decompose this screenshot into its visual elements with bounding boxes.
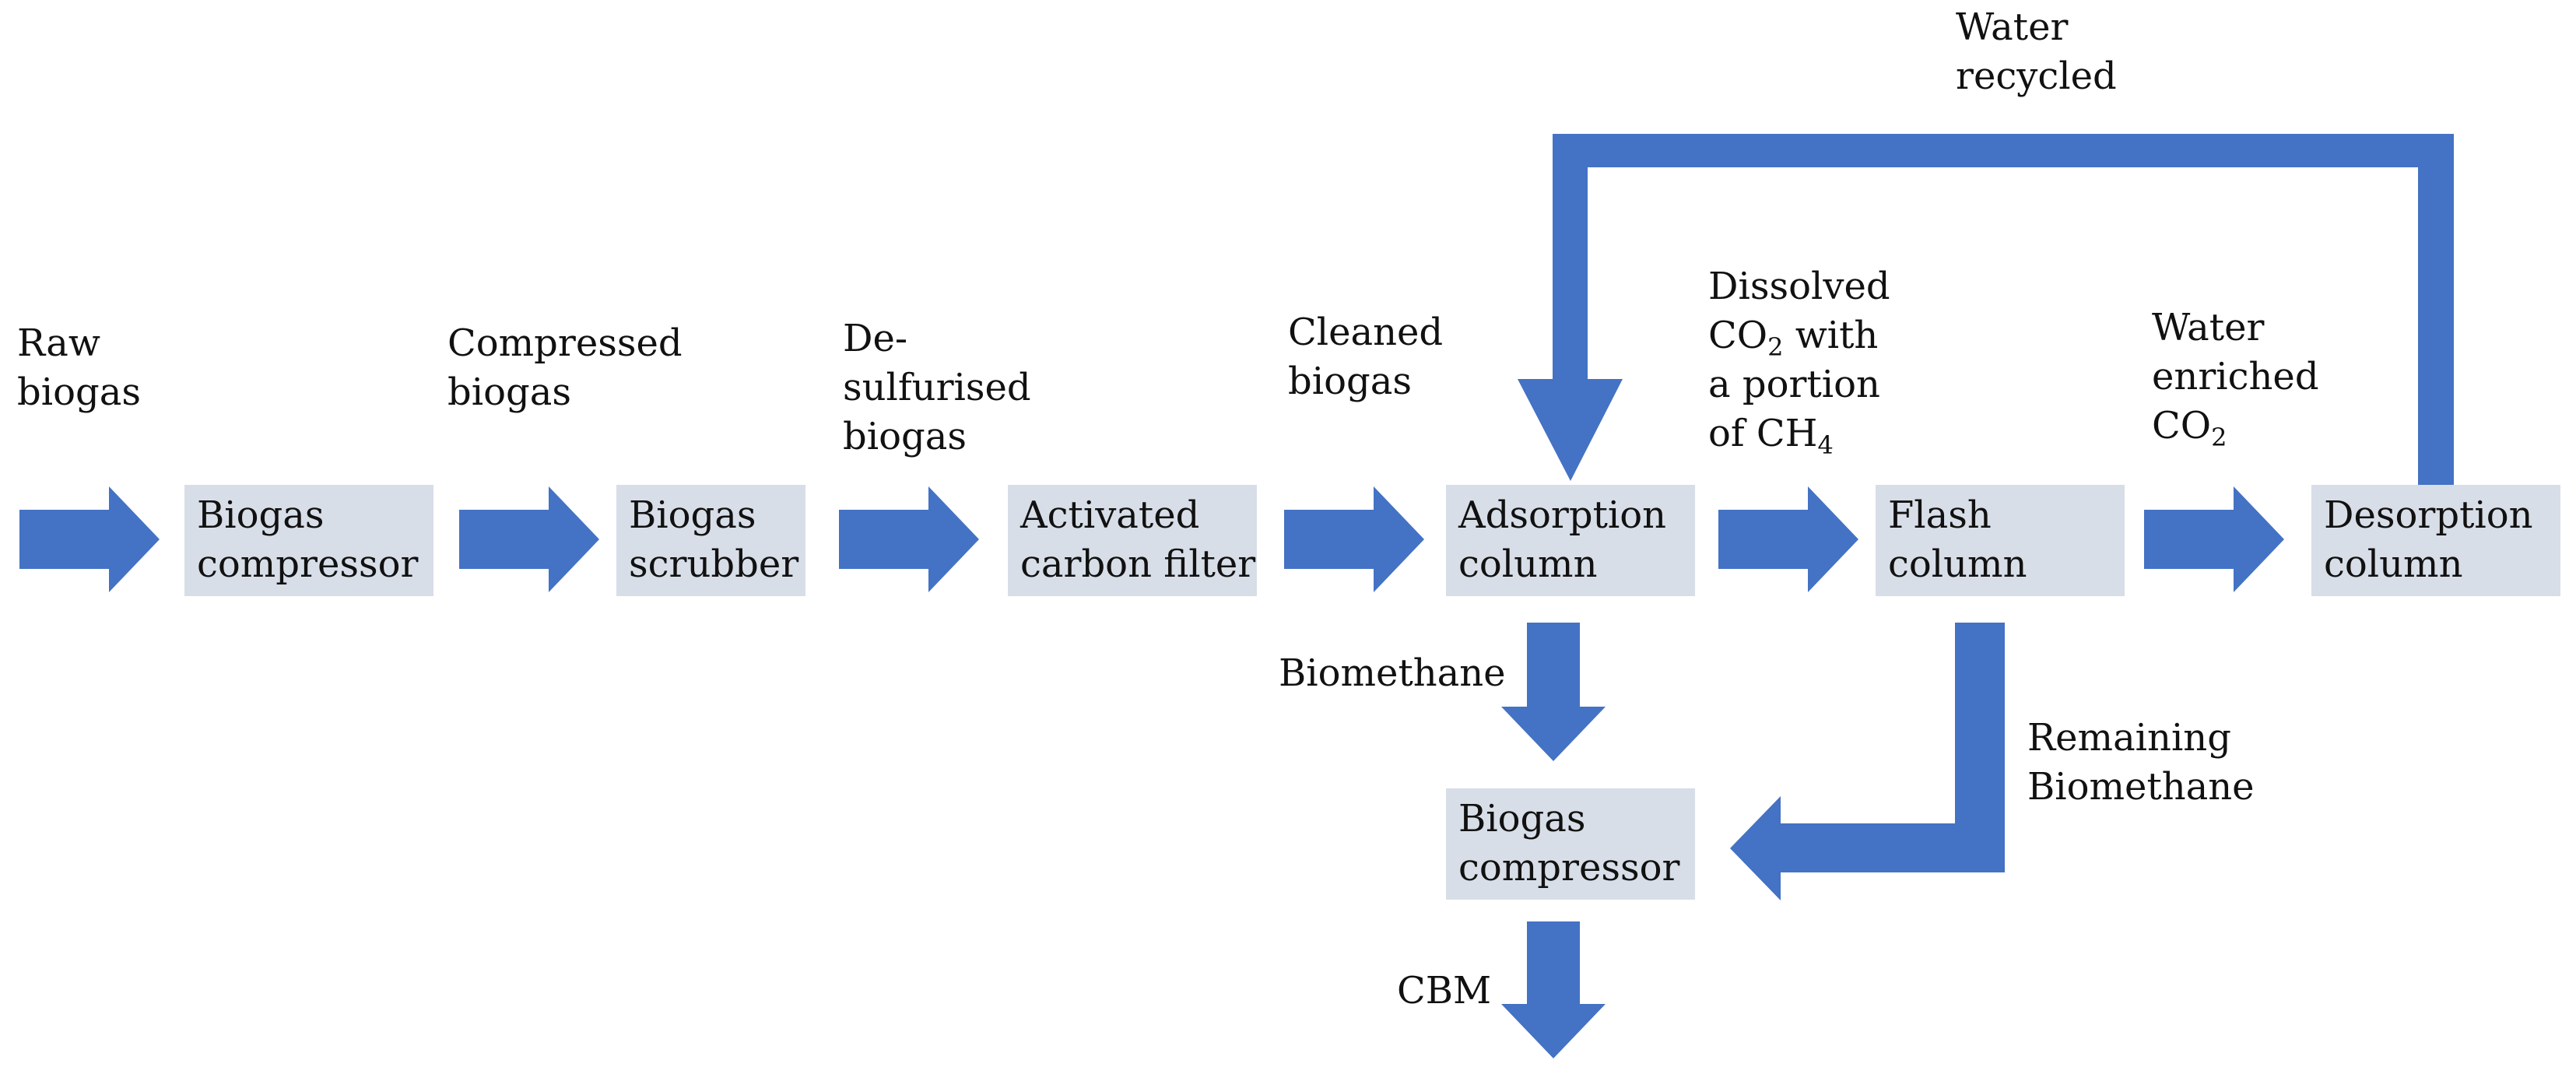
box-line: compressor <box>197 542 419 586</box>
label-line: Remaining <box>2027 716 2231 760</box>
arrow-remaining-biomethane <box>1730 623 2005 900</box>
box-line: Biogas <box>629 493 756 537</box>
label-text: CO <box>1708 314 1768 357</box>
remaining-biomethane-label: Remaining Biomethane <box>2027 714 2255 812</box>
water-enriched-co2-label: Water enriched CO2 <box>2152 304 2319 451</box>
label-text: of CH <box>1708 412 1818 455</box>
label-line: biogas <box>17 370 141 414</box>
label-line: recycled <box>1956 54 2117 98</box>
box-line: Desorption <box>2324 493 2533 537</box>
biomethane-label: Biomethane <box>1279 649 1506 698</box>
box-line: column <box>2324 542 2463 586</box>
box-line: carbon filter <box>1020 542 1256 586</box>
box-line: column <box>1888 542 2027 586</box>
box-line: scrubber <box>629 542 799 586</box>
label-line: CO2 <box>2152 402 2319 451</box>
box-line: column <box>1458 542 1598 586</box>
box-line: Activated <box>1020 493 1200 537</box>
label-line: sulfurised <box>843 366 1031 409</box>
dissolved-co2-label: Dissolved CO2 with a portion of CH4 <box>1708 262 1890 458</box>
label-line: Biomethane <box>2027 765 2255 809</box>
arrow-filter-to-adsorption <box>1284 486 1424 592</box>
label-line: CO2 with <box>1708 311 1890 360</box>
label-line: Dissolved <box>1708 265 1890 308</box>
label-line: Compressed <box>447 321 683 365</box>
arrow-cbm-down <box>1501 921 1606 1058</box>
label-line: Water <box>1956 5 2069 49</box>
label-line: biogas <box>447 370 571 414</box>
label-text: with <box>1783 314 1879 357</box>
arrow-raw-to-compressor <box>19 486 160 592</box>
label-line: biogas <box>1288 360 1412 403</box>
desulfurised-biogas-label: De- sulfurised biogas <box>843 314 1031 462</box>
cleaned-biogas-label: Cleaned biogas <box>1288 308 1443 406</box>
label-line: De- <box>843 317 908 360</box>
cbm-label: CBM <box>1397 967 1491 1016</box>
label-line: biogas <box>843 415 967 458</box>
label-line: Raw <box>17 321 100 365</box>
arrow-compressor-to-scrubber <box>459 486 599 592</box>
biogas-compressor-2-box: Biogas compressor <box>1446 788 1695 900</box>
flash-column-box: Flash column <box>1876 485 2125 596</box>
box-line: Biogas <box>1458 797 1586 841</box>
activated-carbon-filter-box: Activated carbon filter <box>1008 485 1257 596</box>
arrow-flash-to-desorption <box>2144 486 2284 592</box>
biogas-compressor-box: Biogas compressor <box>184 485 433 596</box>
desorption-column-box: Desorption column <box>2311 485 2560 596</box>
label-text: CO <box>2152 404 2212 447</box>
label-line: enriched <box>2152 355 2319 398</box>
box-line: Flash <box>1888 493 1992 537</box>
subscript: 2 <box>2211 423 2227 452</box>
label-line: a portion <box>1708 363 1880 406</box>
arrow-water-recycled-head <box>1518 379 1623 481</box>
compressed-biogas-label: Compressed biogas <box>447 319 683 417</box>
box-line: Biogas <box>197 493 325 537</box>
raw-biogas-label: Raw biogas <box>17 319 141 417</box>
box-line: Adsorption <box>1458 493 1667 537</box>
biogas-scrubber-box: Biogas scrubber <box>616 485 805 596</box>
label-line: Cleaned <box>1288 311 1444 354</box>
label-line: of CH4 <box>1708 409 1890 458</box>
arrow-biomethane-down <box>1501 623 1606 761</box>
label-line: Water <box>2152 306 2265 349</box>
label-line: Biomethane <box>1279 651 1506 695</box>
water-recycled-label: Water recycled <box>1956 3 2117 101</box>
subscript: 2 <box>1767 332 1784 362</box>
label-line: CBM <box>1397 969 1492 1013</box>
subscript: 4 <box>1817 430 1834 460</box>
arrow-adsorption-to-flash <box>1718 486 1858 592</box>
box-line: compressor <box>1458 846 1680 890</box>
adsorption-column-box: Adsorption column <box>1446 485 1695 596</box>
arrow-scrubber-to-filter <box>839 486 979 592</box>
